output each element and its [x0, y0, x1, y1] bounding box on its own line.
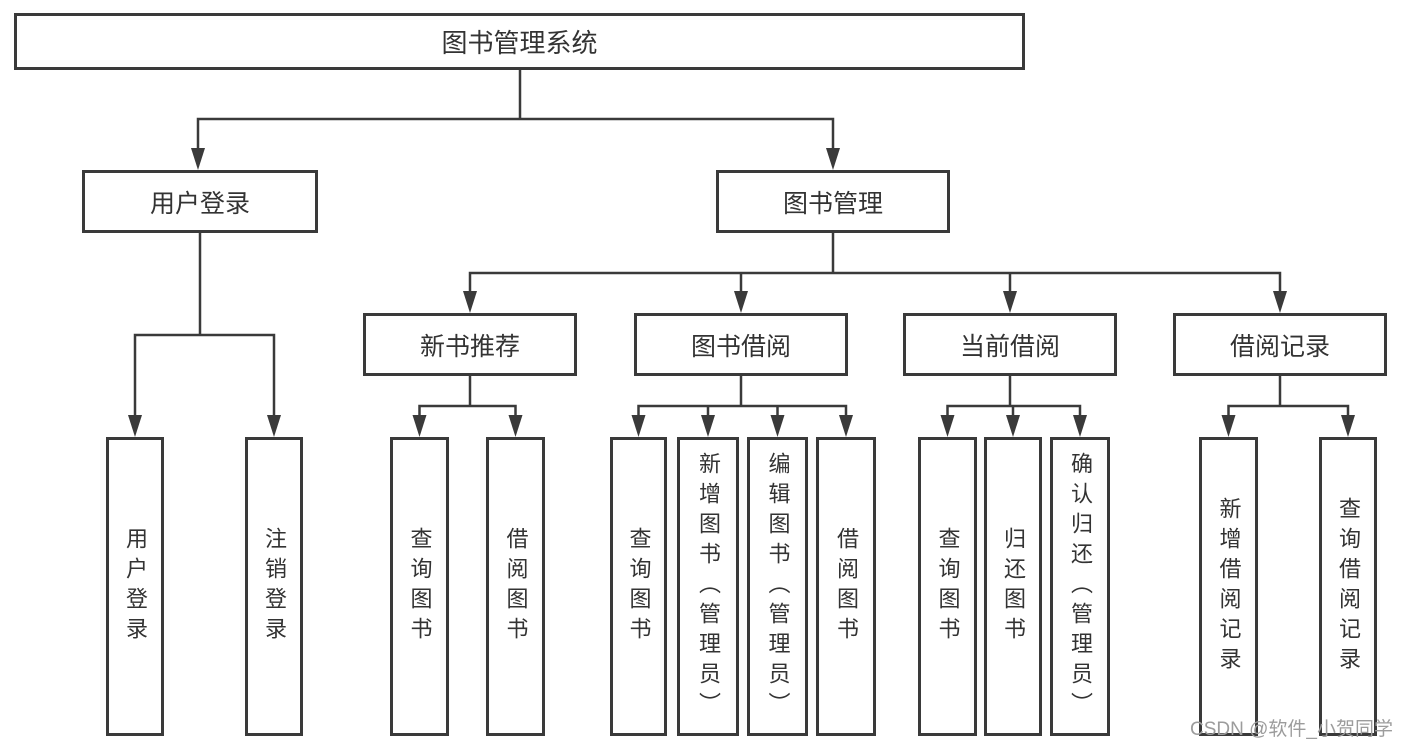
watermark: CSDN @软件_小贺同学	[1190, 719, 1393, 740]
leaf-bb-borrow-books: 借阅图书	[816, 437, 876, 736]
node-book-borrow: 图书借阅	[634, 313, 848, 376]
leaf-bb-borrow-books-label: 借阅图书	[834, 526, 859, 647]
node-book-management: 图书管理	[716, 170, 950, 233]
node-current-borrow: 当前借阅	[903, 313, 1117, 376]
leaf-bb-edit-books-admin: 编辑图书（管理员）	[747, 437, 808, 736]
leaf-cb-query-books: 查询图书	[918, 437, 977, 736]
node-new-book-recommend: 新书推荐	[363, 313, 577, 376]
leaf-cb-confirm-return-admin: 确认归还（管理员）	[1050, 437, 1110, 736]
node-new-book-recommend-label: 新书推荐	[419, 332, 520, 361]
node-borrow-records-label: 借阅记录	[1229, 332, 1330, 361]
node-current-borrow-label: 当前借阅	[959, 332, 1060, 361]
leaf-logout: 注销登录	[245, 437, 303, 736]
leaf-bb-query-books-label: 查询图书	[626, 526, 652, 647]
leaf-logout-label: 注销登录	[262, 526, 287, 647]
leaf-br-add-record: 新增借阅记录	[1199, 437, 1258, 736]
leaf-br-add-record-label: 新增借阅记录	[1216, 496, 1242, 677]
leaf-bb-add-books-admin: 新增图书（管理员）	[677, 437, 739, 736]
leaf-nbr-query-books: 查询图书	[390, 437, 449, 736]
leaf-nbr-query-books-label: 查询图书	[407, 526, 433, 647]
node-book-borrow-label: 图书借阅	[690, 332, 791, 361]
leaf-cb-return-books-label: 归还图书	[1001, 526, 1026, 647]
node-user-login-label: 用户登录	[149, 189, 250, 218]
leaf-cb-return-books: 归还图书	[984, 437, 1042, 736]
leaf-nbr-borrow-books: 借阅图书	[486, 437, 545, 736]
node-book-management-label: 图书管理	[782, 189, 883, 218]
leaf-user-login-label: 用户登录	[123, 526, 148, 647]
leaf-cb-confirm-return-admin-label: 确认归还（管理员）	[1068, 451, 1093, 722]
leaf-user-login: 用户登录	[106, 437, 164, 736]
leaf-bb-add-books-admin-label: 新增图书（管理员）	[696, 451, 721, 722]
leaf-nbr-borrow-books-label: 借阅图书	[503, 526, 529, 647]
node-user-login: 用户登录	[82, 170, 318, 233]
node-borrow-records: 借阅记录	[1173, 313, 1387, 376]
leaf-bb-query-books: 查询图书	[610, 437, 667, 736]
node-root: 图书管理系统	[14, 13, 1025, 70]
node-root-label: 图书管理系统	[441, 28, 598, 58]
leaf-bb-edit-books-admin-label: 编辑图书（管理员）	[765, 451, 791, 722]
leaf-br-query-record-label: 查询借阅记录	[1336, 496, 1361, 677]
leaf-cb-query-books-label: 查询图书	[935, 526, 961, 647]
leaf-br-query-record: 查询借阅记录	[1319, 437, 1377, 736]
